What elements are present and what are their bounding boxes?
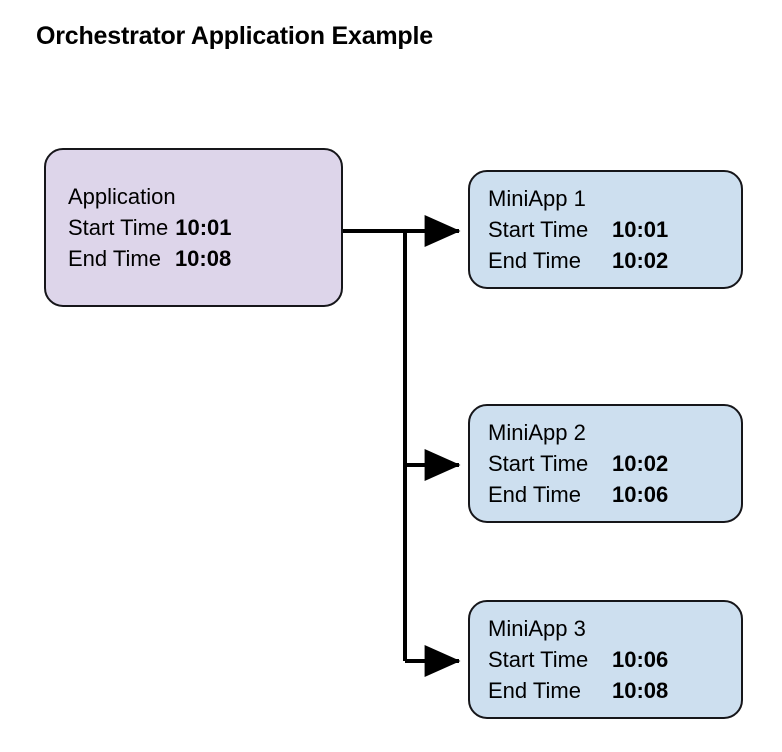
node-application-title: Application <box>68 184 176 209</box>
page-title: Orchestrator Application Example <box>36 22 433 50</box>
node-miniapp-3-title: MiniApp 3 <box>488 616 586 641</box>
start-time-label: Start Time <box>488 647 589 672</box>
start-time-label: Start Time <box>488 451 589 476</box>
end-time-label: End Time <box>488 248 581 273</box>
node-miniapp-2-end-time-value: 10:06 <box>612 482 669 507</box>
node-miniapp-2-end-time-row: End Time 10:06 <box>488 479 741 510</box>
node-miniapp-1-title: MiniApp 1 <box>488 186 586 211</box>
node-application-end-time-value: 10:08 <box>174 246 232 271</box>
node-miniapp-2[interactable]: MiniApp 2 Start Time 10:02 End Time 10:0… <box>468 404 743 523</box>
end-time-label: End Time <box>488 482 581 507</box>
connector-trunk <box>343 229 407 661</box>
node-miniapp-3-end-time-row: End Time 10:08 <box>488 675 741 706</box>
node-miniapp-1-start-time-row: Start Time 10:01 <box>488 214 741 245</box>
node-miniapp-1[interactable]: MiniApp 1 Start Time 10:01 End Time 10:0… <box>468 170 743 289</box>
node-miniapp-1-end-time-value: 10:02 <box>612 248 669 273</box>
start-time-label: Start Time <box>68 215 169 240</box>
node-application-start-time-row: Start Time 10:01 <box>68 212 341 243</box>
node-miniapp-3-end-time-value: 10:08 <box>612 678 669 703</box>
node-miniapp-1-start-time-value: 10:01 <box>612 217 669 242</box>
end-time-label: End Time <box>68 246 161 271</box>
node-application-end-time-row: End Time 10:08 <box>68 243 341 274</box>
start-time-label: Start Time <box>488 217 589 242</box>
node-miniapp-2-start-time-row: Start Time 10:02 <box>488 448 741 479</box>
node-application[interactable]: Application Start Time 10:01 End Time 10… <box>44 148 343 307</box>
node-miniapp-3-start-time-value: 10:06 <box>612 647 669 672</box>
node-miniapp-1-end-time-row: End Time 10:02 <box>488 245 741 276</box>
node-application-start-time-value: 10:01 <box>175 215 232 240</box>
node-miniapp-2-title: MiniApp 2 <box>488 420 586 445</box>
node-miniapp-2-start-time-value: 10:02 <box>612 451 669 476</box>
end-time-label: End Time <box>488 678 581 703</box>
node-miniapp-3-start-time-row: Start Time 10:06 <box>488 644 741 675</box>
node-miniapp-3[interactable]: MiniApp 3 Start Time 10:06 End Time 10:0… <box>468 600 743 719</box>
